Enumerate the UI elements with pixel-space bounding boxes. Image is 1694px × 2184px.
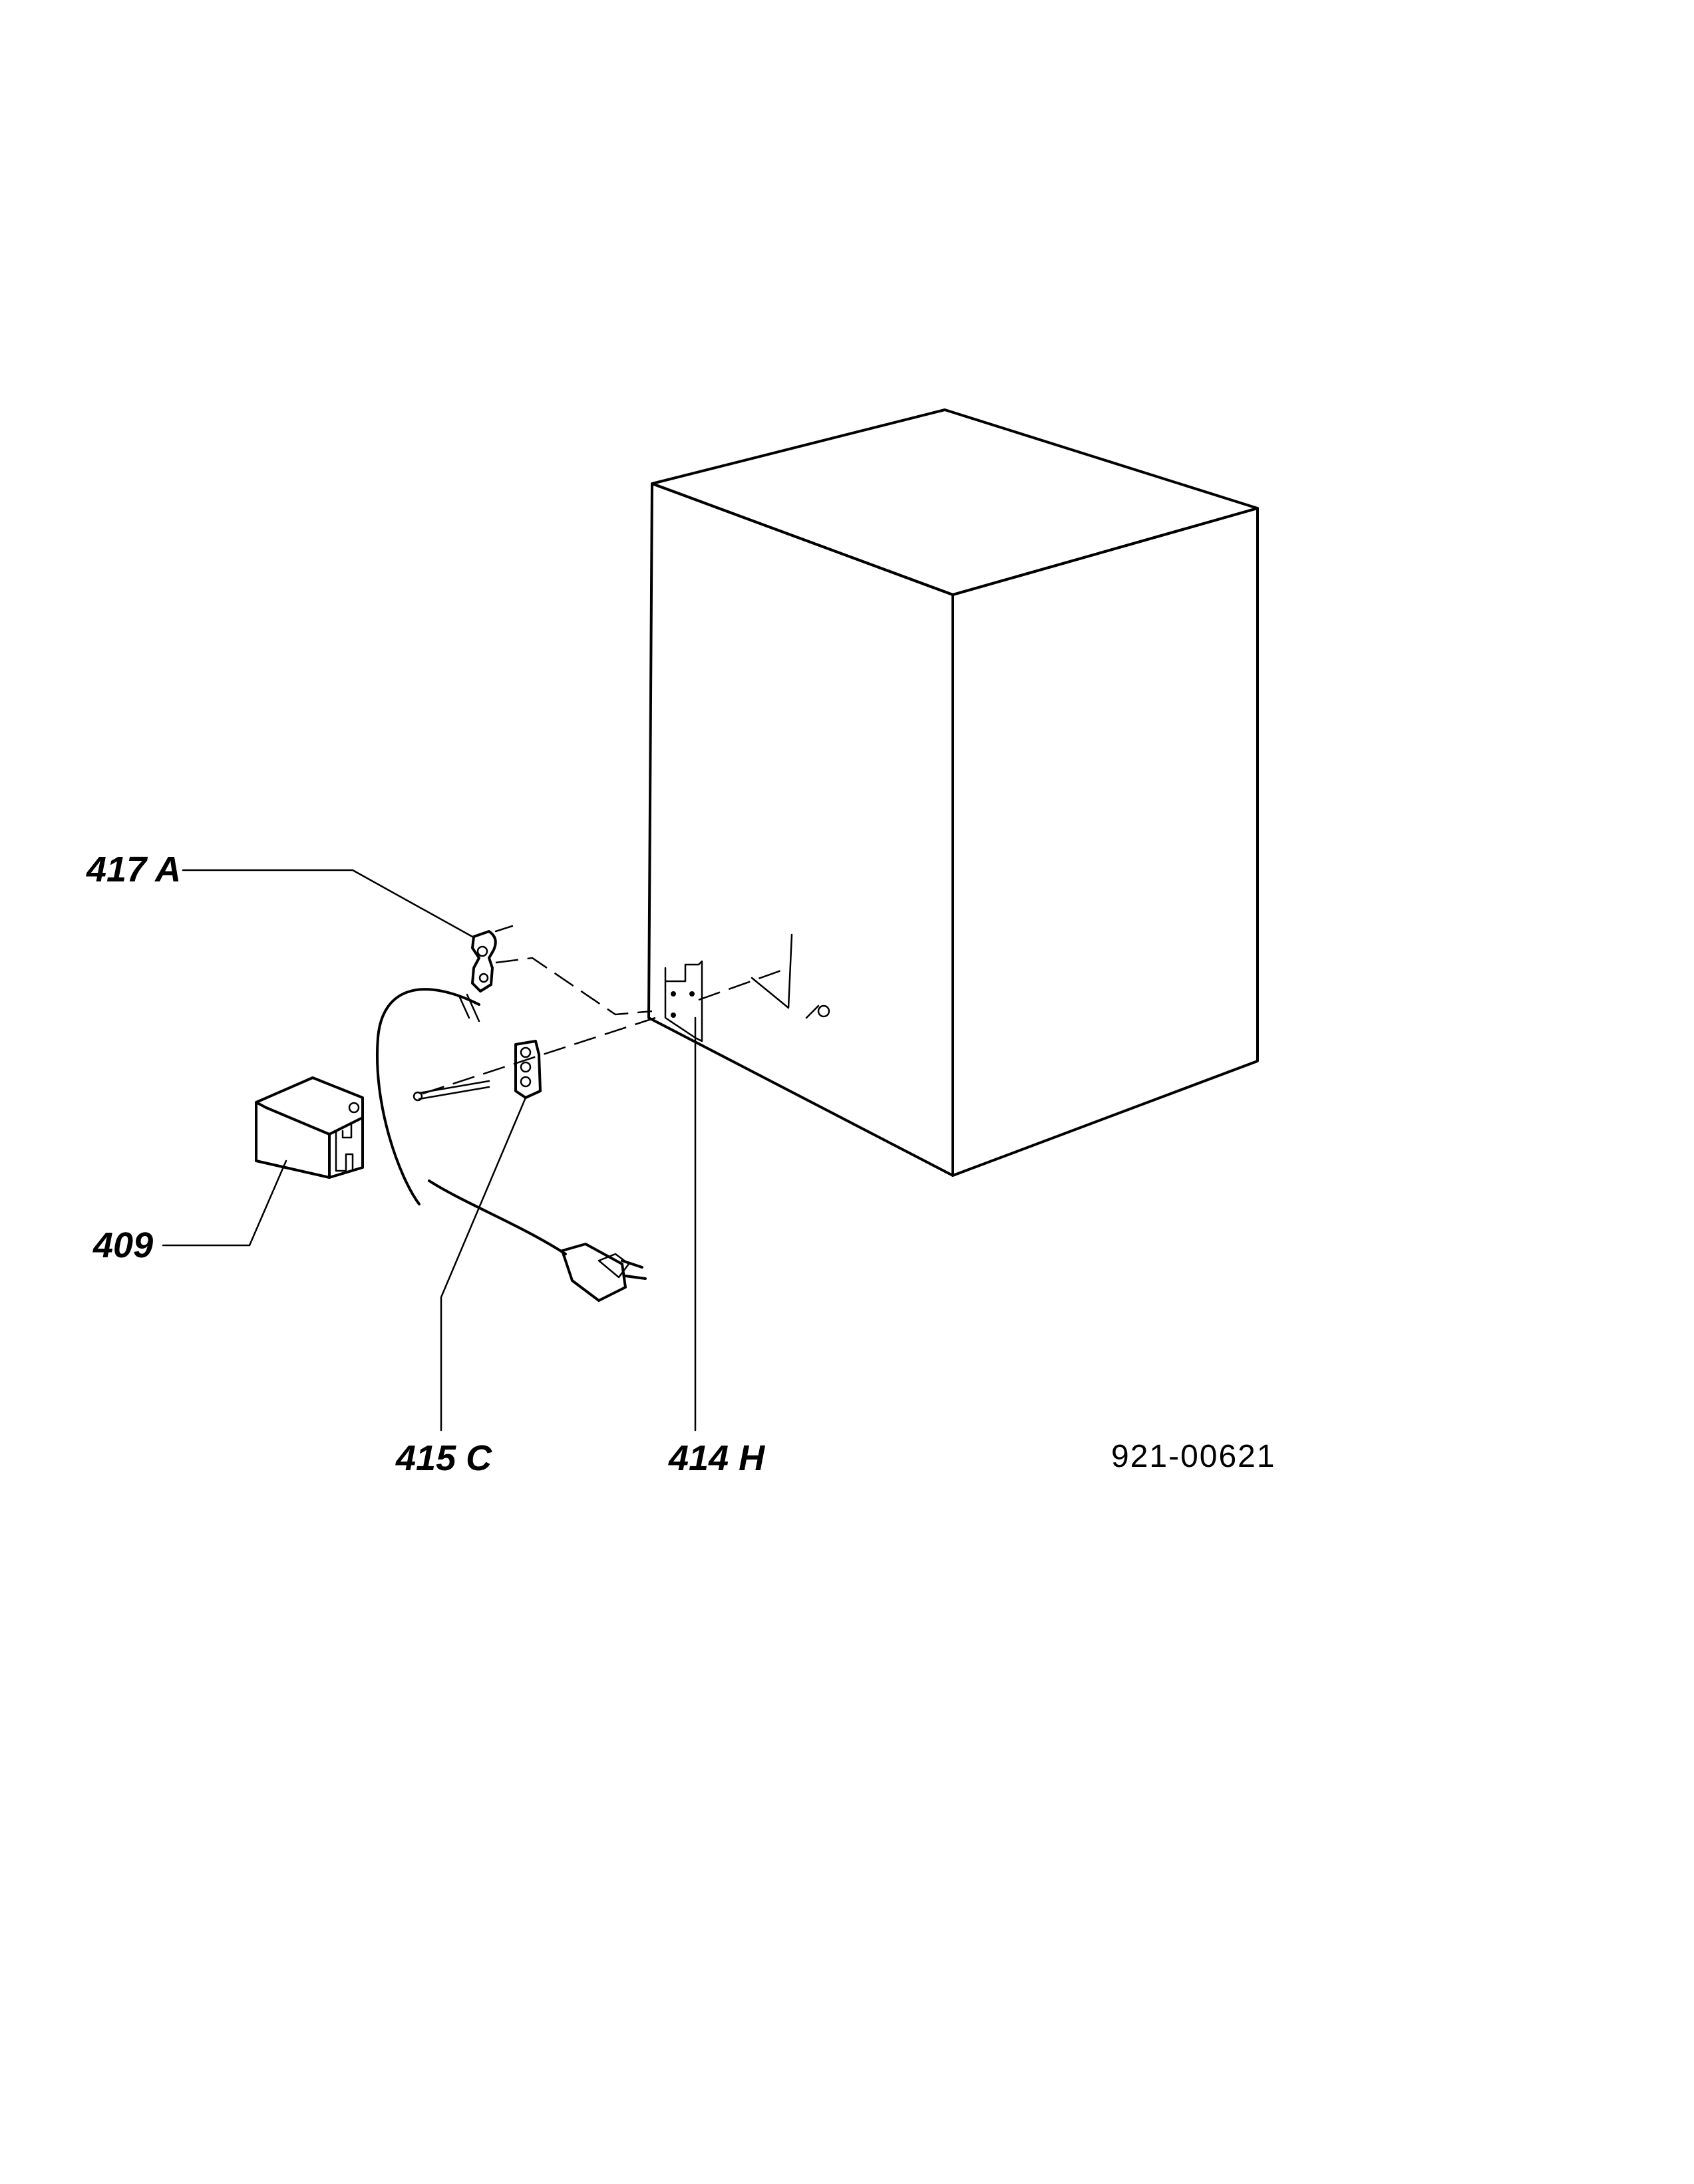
appliance-cabinet [647, 408, 1259, 1177]
cabinet-side-face [951, 507, 1259, 1177]
leader-lines [162, 869, 697, 1432]
screw [805, 1005, 830, 1019]
leader-415c [440, 1096, 527, 1432]
cover-box-409 [255, 1076, 364, 1179]
terminal-block-415c [413, 1040, 542, 1102]
clamp-417a [471, 925, 514, 993]
callout-415c: 415 C [395, 1438, 492, 1478]
assembly-lines [422, 933, 793, 1095]
leader-409 [162, 1160, 287, 1247]
callout-414h: 414 H [668, 1438, 765, 1478]
callout-409: 409 [92, 1225, 153, 1265]
document-number: 921-00621 [1111, 1439, 1276, 1474]
cabinet-front-face [647, 482, 954, 1177]
plug [561, 1243, 647, 1302]
callout-417a: 417 A [86, 850, 181, 889]
power-cable-with-plug [376, 988, 647, 1302]
bracket-414h [664, 960, 703, 1042]
leader-417a [182, 869, 474, 938]
cabinet-top-face [651, 408, 1259, 596]
